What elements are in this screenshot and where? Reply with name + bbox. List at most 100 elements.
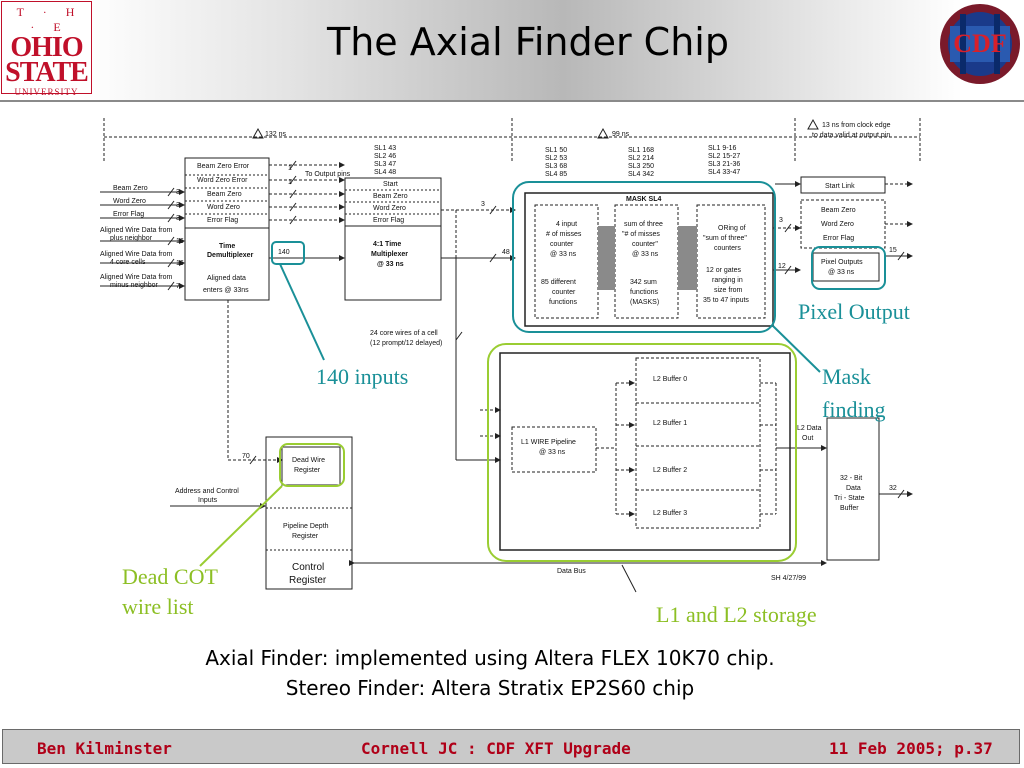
- core-wires-note: 24 core wires of a cell: [370, 330, 438, 337]
- ohio-state-logo: T · H · E OHIO STATE UNIVERSITY: [1, 1, 92, 97]
- cdf-logo: CDF: [940, 4, 1020, 84]
- input-error-flag: Error Flag: [113, 211, 144, 218]
- demux-desc: Aligned data: [207, 275, 246, 282]
- mask-col3-text: ORing of: [718, 225, 746, 232]
- timing-label-2: 99 ns: [612, 131, 630, 138]
- demux-desc-2: enters @ 33ns: [203, 287, 249, 294]
- to-output-pins-label: To Output pins: [305, 171, 351, 178]
- tristate-label: Buffer: [840, 505, 859, 512]
- dead-wire-highlight: [279, 443, 345, 487]
- bus-width: 48: [502, 249, 510, 256]
- bus-width: 140: [278, 249, 290, 256]
- tristate-label: Data: [846, 485, 861, 492]
- footer-author: Ben Kilminster: [37, 739, 172, 758]
- right-output-row: Beam Zero: [821, 207, 856, 214]
- mux-title-3: @ 33 ns: [377, 261, 404, 268]
- slide-title: The Axial Finder Chip: [327, 20, 729, 64]
- pixel-outputs-label-2: @ 33 ns: [828, 269, 855, 276]
- mask-col2-text: "# of misses: [622, 231, 660, 238]
- input-beam-zero: Beam Zero: [113, 185, 148, 192]
- pixel-outputs-label: Pixel Outputs: [821, 259, 863, 266]
- slide-header: T · H · E OHIO STATE UNIVERSITY The Axia…: [0, 0, 1024, 100]
- sl-group-1-row: SL4 48: [374, 169, 396, 176]
- diagram-signature: SH 4/27/99: [771, 575, 806, 582]
- sl-group-4-row: SL3 21-36: [708, 161, 740, 168]
- tristate-label: Tri - State: [834, 495, 865, 502]
- storage-highlight: [487, 343, 797, 562]
- mask-col2-text: sum of three: [624, 221, 663, 228]
- control-register-label-2: Register: [289, 575, 327, 586]
- bus-width: 12: [778, 263, 786, 270]
- block-diagram: 132 ns 99 ns 13 ns from clock edge to da…: [100, 118, 921, 593]
- input-core-cells: Aligned Wire Data from: [100, 251, 173, 258]
- mask-col2-text: (MASKS): [630, 299, 659, 306]
- sl-group-1-row: SL1 43: [374, 145, 396, 152]
- sl-group-4-row: SL4 33-47: [708, 169, 740, 176]
- mask-highlight: [512, 181, 776, 333]
- bus-width: 3: [779, 217, 783, 224]
- demux-row: Word Zero: [207, 204, 240, 211]
- footer-talk-title: Cornell JC : CDF XFT Upgrade: [361, 739, 631, 758]
- caption-line-2: Stereo Finder: Altera Stratix EP2S60 chi…: [285, 676, 695, 700]
- annotation-dead-cot: Dead COT: [122, 564, 218, 589]
- mask-col3-text: 35 to 47 inputs: [703, 297, 749, 304]
- mask-col1-text: functions: [549, 299, 578, 306]
- input-plus-neighbor: Aligned Wire Data from: [100, 227, 173, 234]
- mask-col3-text: counters: [714, 245, 741, 252]
- mask-col2-text: functions: [630, 289, 659, 296]
- timing-label-1: 132 ns: [265, 131, 287, 138]
- logo-university-text: UNIVERSITY: [14, 87, 79, 97]
- sl-group-3-row: SL4 342: [628, 171, 654, 178]
- footer-date-page: 11 Feb 2005; p.37: [829, 739, 993, 758]
- bus-width: 15: [889, 247, 897, 254]
- bus-width: 7: [176, 283, 180, 290]
- annotation-storage: L1 and L2 storage: [656, 602, 817, 627]
- sl-group-4-row: SL2 15-27: [708, 153, 740, 160]
- sl-group-3-row: SL1 168: [628, 147, 654, 154]
- dead-wire-register-label: Dead Wire: [292, 457, 325, 464]
- right-output-row: Word Zero: [821, 221, 854, 228]
- logo-state-text: STATE: [5, 57, 89, 88]
- bus-width: 1: [288, 179, 292, 186]
- mask-col1-text: 4 input: [556, 221, 577, 228]
- l2-data-out-label-2: Out: [802, 435, 813, 442]
- mask-col1-text: @ 33 ns: [550, 251, 577, 258]
- header-rule: [0, 100, 1024, 102]
- input-minus-neighbor: Aligned Wire Data from: [100, 274, 173, 281]
- mask-stage-bar-2: [678, 226, 697, 290]
- mux-row: Error Flag: [373, 217, 404, 224]
- bus-width: 3: [176, 202, 180, 209]
- l2-buffer-label: L2 Buffer 0: [653, 376, 687, 383]
- mask-col3-text: "sum of three": [703, 235, 747, 242]
- input-core-cells-2: 4 core cells: [110, 259, 146, 266]
- mask-col3-text: ranging in: [712, 277, 743, 284]
- mask-title: MASK SL4: [626, 196, 662, 203]
- sl-group-1-row: SL2 46: [374, 153, 396, 160]
- mask-col1-text: 85 different: [541, 279, 576, 286]
- bus-width: 1: [288, 165, 292, 172]
- logo-the-text: T · H · E: [16, 5, 83, 34]
- slide-footer: Ben Kilminster Cornell JC : CDF XFT Upgr…: [2, 729, 1020, 764]
- pixel-output-highlight: [811, 246, 886, 290]
- input-plus-neighbor-2: plus neighbor: [110, 235, 153, 242]
- demux-row: Beam Zero: [207, 191, 242, 198]
- demux-title-2: Demultiplexer: [207, 252, 254, 259]
- demux-row: Beam Zero Error: [197, 163, 250, 170]
- mask-col1-text: # of misses: [546, 231, 582, 238]
- data-bus-label: Data Bus: [557, 568, 586, 575]
- mux-row: Start: [383, 181, 398, 188]
- bus-width: 16: [176, 260, 184, 267]
- annotation-wire-list: wire list: [122, 594, 194, 619]
- mux-row: Word Zero: [373, 205, 406, 212]
- mask-col1-text: counter: [550, 241, 574, 248]
- demux-title: Time: [219, 243, 235, 250]
- start-link-label: Start Link: [825, 183, 855, 190]
- annotation-mask: Mask: [822, 364, 871, 389]
- inputs-140-highlight: [271, 241, 305, 265]
- timing-label-3: 13 ns from clock edge: [822, 122, 891, 129]
- control-register-label: Control: [292, 562, 324, 573]
- sl-group-2-row: SL2 53: [545, 155, 567, 162]
- caption-line-1: Axial Finder: implemented using Altera F…: [205, 646, 775, 670]
- sl-group-4-row: SL1 9-16: [708, 145, 737, 152]
- mux-title: 4:1 Time: [373, 241, 401, 248]
